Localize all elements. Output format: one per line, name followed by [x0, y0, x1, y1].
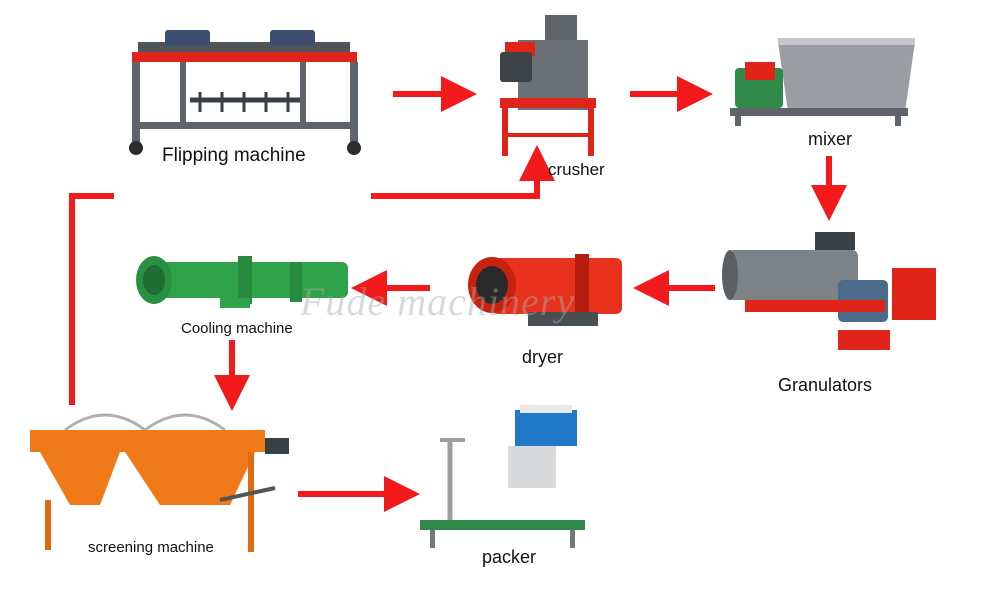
arrow-screening-return-to-crusher: [69, 193, 114, 405]
crusher-image: [500, 15, 596, 156]
label-crusher: crusher: [548, 160, 605, 179]
flow-arrows: [69, 76, 847, 512]
label-packer: packer: [482, 547, 537, 567]
label-mixer: mixer: [808, 129, 852, 149]
mixer-image: [730, 38, 915, 126]
label-granulators: Granulators: [778, 375, 873, 395]
label-cooling-machine: Cooling machine: [181, 320, 293, 337]
label-screening-machine: screening machine: [88, 539, 214, 556]
packer-image: [420, 405, 585, 548]
flipping-machine-image: [129, 30, 361, 155]
screening-machine-image: [30, 413, 289, 552]
label-flipping-machine: Flipping machine: [162, 145, 306, 166]
watermark: Fude machinery: [300, 279, 576, 324]
granulators-image: [722, 232, 936, 350]
arrow-return-line-into-crusher: [371, 145, 555, 199]
cooling-machine-image: [136, 256, 348, 308]
label-dryer: dryer: [522, 347, 564, 367]
dryer-image: [468, 254, 622, 326]
